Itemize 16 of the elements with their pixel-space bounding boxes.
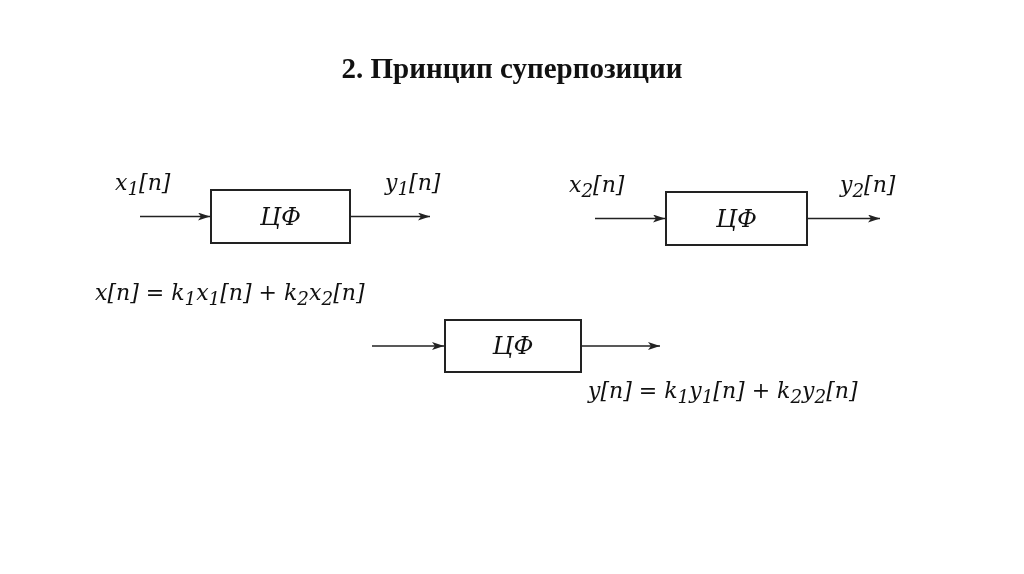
signal-formula: y$_{1}$[n] xyxy=(385,172,441,199)
signal-formula: x$_{1}$[n] xyxy=(115,172,171,199)
arrow xyxy=(371,342,445,350)
filter-block: ЦФ xyxy=(210,189,351,244)
signal-formula: x$_{2}$[n] xyxy=(569,174,625,201)
filter-block: ЦФ xyxy=(665,191,808,246)
arrow xyxy=(581,342,661,350)
title: 2. Принцип суперпозиции xyxy=(340,52,684,85)
arrow xyxy=(807,214,881,223)
signal-formula: y$_{2}$[n] xyxy=(840,174,896,201)
signal-formula: y[n] = k$_{1}$y$_{1}$[n] + k$_{2}$y$_{2}$[n] xyxy=(588,380,858,407)
arrow xyxy=(594,214,666,223)
arrow xyxy=(350,212,431,221)
filter-block: ЦФ xyxy=(444,319,582,373)
signal-formula: x[n] = k$_{1}$x$_{1}$[n] + k$_{2}$x$_{2}$[n] xyxy=(95,282,365,309)
arrow xyxy=(139,212,211,221)
